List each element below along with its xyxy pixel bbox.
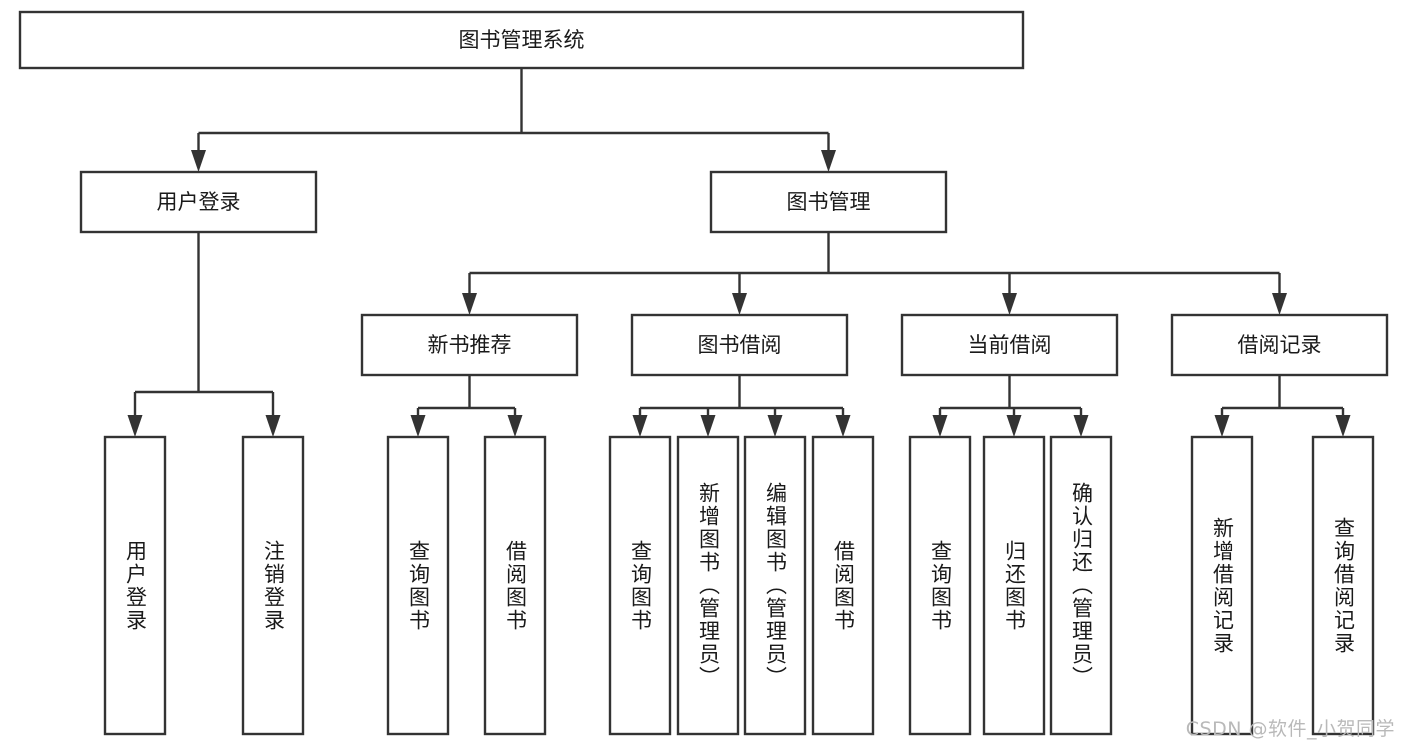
node-box-leaf-query-book-borrow (608, 435, 672, 736)
node-label-user-login: 用户登录 (157, 190, 241, 214)
node-label-book-management: 图书管理 (787, 190, 871, 214)
node-label-root: 图书管理系统 (459, 28, 585, 52)
connector-arrowhead (1214, 415, 1230, 437)
node-box-leaf-query-book-current (908, 435, 972, 736)
node-box-new-book-recommend (360, 313, 579, 377)
node-box-book-borrow (630, 313, 849, 377)
connector-arrowhead (462, 293, 477, 315)
node-label-new-book-recommend: 新书推荐 (428, 333, 512, 357)
node-box-leaf-logout (241, 435, 305, 736)
node-box-leaf-borrow-book-new (483, 435, 547, 736)
connector-arrowhead (632, 415, 648, 437)
node-box-current-borrow (900, 313, 1119, 377)
connector-arrowhead (700, 415, 716, 437)
node-box-leaf-return-book (982, 435, 1046, 736)
node-box-root (18, 10, 1025, 70)
node-box-user-login (79, 170, 318, 234)
connector-arrowhead (767, 415, 783, 437)
node-box-leaf-query-borrow-record (1311, 435, 1375, 736)
node-box-borrow-records (1170, 313, 1389, 377)
connector-arrowhead (265, 415, 281, 437)
connector-arrowhead (1335, 415, 1351, 437)
connector-arrowhead (835, 415, 851, 437)
csdn-watermark: CSDN @软件_小贺同学 (1185, 718, 1395, 740)
node-box-leaf-confirm-return-admin (1049, 435, 1113, 736)
node-box-layer (18, 10, 1389, 736)
connector-arrowhead (127, 415, 143, 437)
node-box-leaf-user-login (103, 435, 167, 736)
node-box-leaf-edit-book-admin (743, 435, 807, 736)
connector-arrowhead (1272, 293, 1287, 315)
connector-arrowhead (932, 415, 948, 437)
connector-arrowhead (191, 150, 206, 172)
node-box-leaf-borrow-book (811, 435, 875, 736)
connector-arrowhead (410, 415, 426, 437)
connector-arrowhead (821, 150, 836, 172)
connector-layer (127, 68, 1351, 437)
connector-arrowhead (1073, 415, 1089, 437)
node-box-leaf-add-book-admin (676, 435, 740, 736)
node-box-leaf-add-borrow-record (1190, 435, 1254, 736)
node-box-book-management (709, 170, 948, 234)
node-box-leaf-query-book-new (386, 435, 450, 736)
node-label-borrow-records: 借阅记录 (1238, 333, 1322, 357)
connector-arrowhead (1002, 293, 1017, 315)
connector-arrowhead (732, 293, 747, 315)
connector-arrowhead (507, 415, 523, 437)
node-label-current-borrow: 当前借阅 (968, 333, 1052, 357)
connector-arrowhead (1006, 415, 1022, 437)
node-label-book-borrow: 图书借阅 (698, 333, 782, 357)
